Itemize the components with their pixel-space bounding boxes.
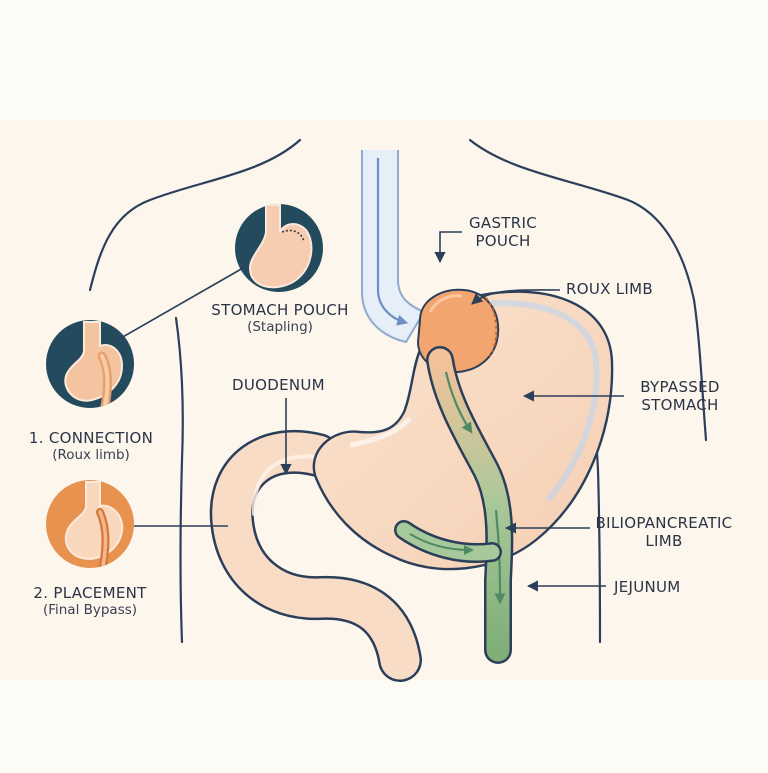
label-connection: 1. CONNECTION (Roux limb) (18, 429, 164, 463)
label-placement: 2. PLACEMENT (Final Bypass) (16, 584, 164, 618)
esophagus (361, 150, 426, 344)
biliopancreatic-line-1: BILIOPANCREATIC (595, 514, 733, 532)
label-jejunum: JEJUNUM (614, 578, 681, 596)
gastric-pouch-line-2: POUCH (475, 232, 531, 250)
bypassed-stomach-line-1: BYPASSED (640, 378, 720, 396)
leader-lines (113, 231, 624, 592)
label-gastric-pouch: GASTRIC POUCH (458, 214, 548, 250)
stomach-pouch-title: STOMACH POUCH (211, 301, 349, 319)
bypassed-stomach-line-2: STOMACH (641, 396, 719, 414)
placement-subtitle: (Final Bypass) (42, 602, 138, 618)
leader-roux-limb (471, 289, 561, 305)
connection-subtitle: (Roux limb) (52, 447, 130, 463)
label-bypassed-stomach: BYPASSED STOMACH (626, 378, 734, 414)
left-torso-outline (174, 316, 184, 644)
placement-title: 2. PLACEMENT (33, 584, 147, 602)
duodenum (209, 429, 422, 682)
gastric-pouch-line-1: GASTRIC (469, 214, 537, 232)
biliopancreatic-limb (394, 520, 502, 563)
label-roux-limb: ROUX LIMB (566, 280, 653, 298)
label-duodenum: DUODENUM (232, 376, 325, 394)
stomach-pouch-subtitle: (Stapling) (247, 319, 313, 335)
leader-inset-connection (113, 267, 244, 343)
label-biliopancreatic-limb: BILIOPANCREATIC LIMB (584, 514, 744, 550)
right-shoulder-outline (468, 138, 708, 442)
inset-stomach-pouch (235, 204, 323, 292)
left-shoulder-outline (88, 138, 302, 292)
leader-gastric-pouch (434, 231, 462, 264)
label-stomach-pouch: STOMACH POUCH (Stapling) (200, 301, 360, 335)
stomach-stapling-icon (248, 204, 313, 289)
biliopancreatic-line-2: LIMB (645, 532, 683, 550)
connection-title: 1. CONNECTION (28, 429, 154, 447)
inset-placement (46, 480, 134, 568)
